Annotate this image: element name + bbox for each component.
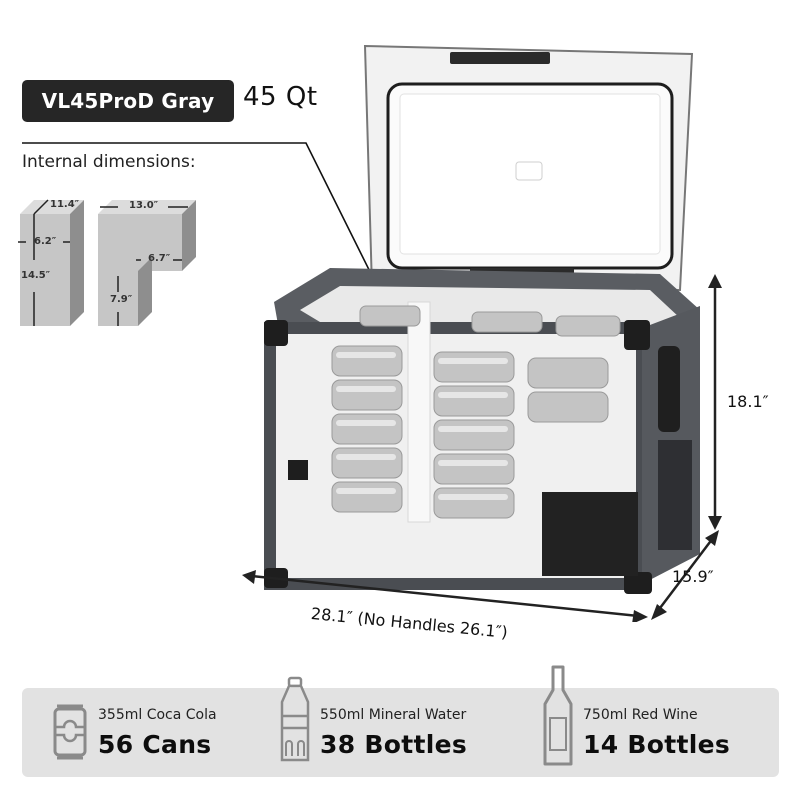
wine-bottle-icon — [543, 665, 573, 766]
height-arrow — [708, 274, 722, 530]
capacity-stat-wine: 750ml Red Wine 14 Bottles — [527, 665, 779, 777]
depth-measurement: 15.9″ — [672, 567, 714, 586]
can-icon — [53, 704, 87, 760]
main-compartment-diagram: 11.4″ 6.2″ 14.5″ — [18, 196, 88, 328]
main-height-label: 14.5″ — [21, 270, 51, 281]
water-count: 38 Bottles — [320, 730, 468, 759]
capacity-label: 45 Qt — [243, 82, 318, 112]
side-compartment-diagram: 13.0″ 6.7″ 7.9″ — [96, 196, 200, 328]
capacity-banner: 355ml Coca Cola 56 Cans 550ml Mineral Wa… — [22, 665, 779, 777]
capacity-stat-cans: 355ml Coca Cola 56 Cans — [22, 688, 272, 777]
main-depth-label: 11.4″ — [50, 199, 80, 210]
wine-item-label: 750ml Red Wine — [583, 707, 698, 723]
water-item-label: 550ml Mineral Water — [320, 707, 467, 723]
depth-arrow — [651, 530, 719, 620]
internal-dimensions-label: Internal dimensions: — [22, 152, 196, 172]
model-name-badge: VL45ProD Gray — [22, 80, 234, 122]
can-count: 56 Cans — [98, 730, 212, 759]
can-item-label: 355ml Coca Cola — [98, 707, 217, 723]
wine-count: 14 Bottles — [583, 730, 731, 759]
side-step-width-label: 6.7″ — [148, 253, 171, 264]
side-lower-height-label: 7.9″ — [110, 294, 133, 305]
cooler-illustration — [260, 40, 720, 600]
height-measurement: 18.1″ — [727, 392, 769, 411]
main-width-label: 6.2″ — [34, 236, 57, 247]
length-arrow — [242, 570, 648, 622]
water-bottle-icon — [280, 676, 310, 762]
side-width-label: 13.0″ — [129, 200, 159, 211]
capacity-stat-water: 550ml Mineral Water 38 Bottles — [272, 676, 527, 777]
